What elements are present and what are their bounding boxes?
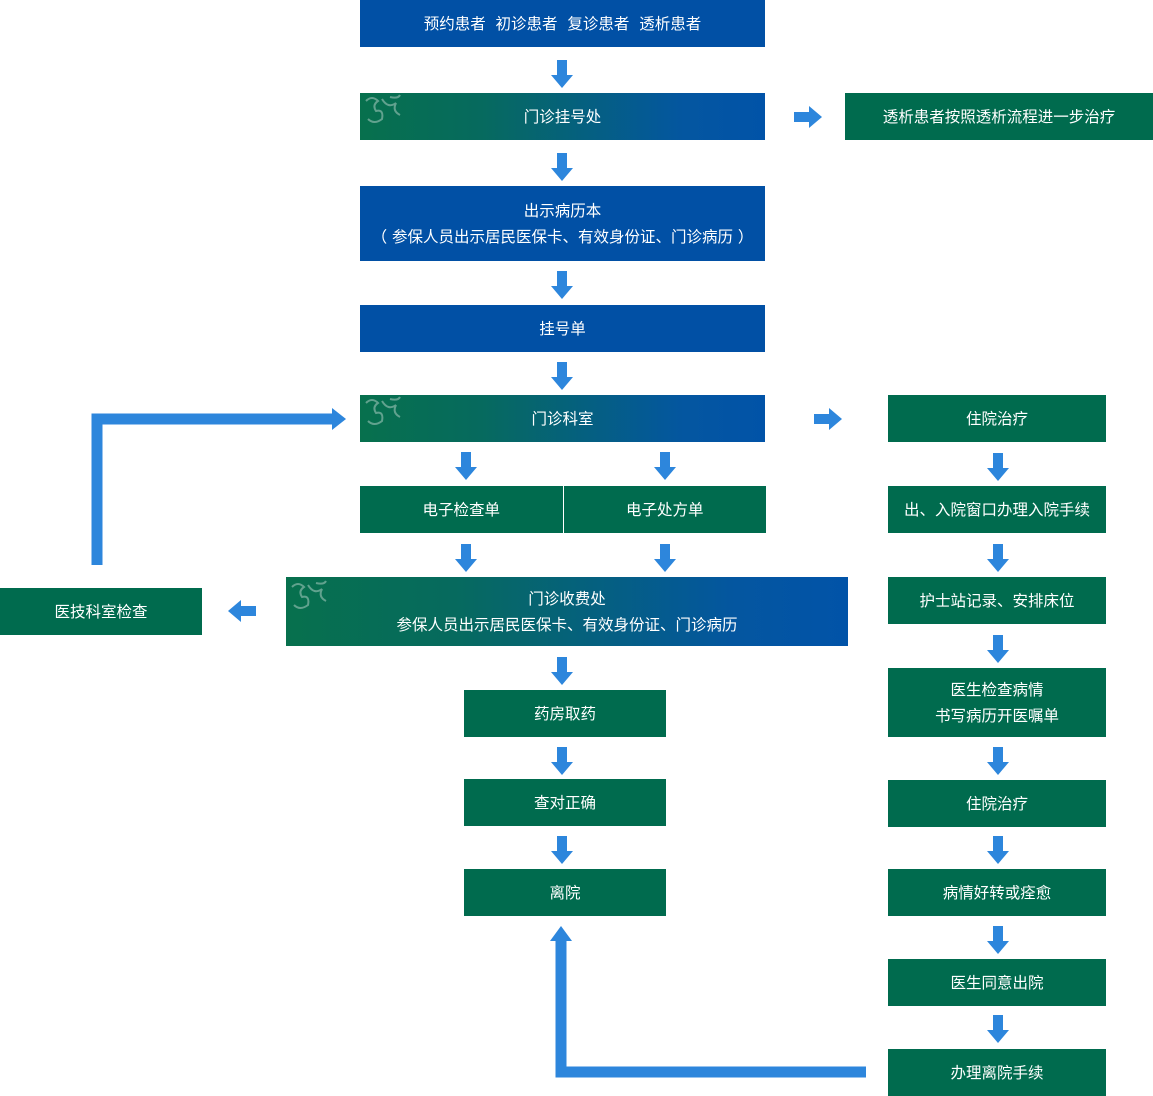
- arrow-down-icon: [551, 657, 573, 685]
- registration-box: 门诊挂号处: [360, 93, 765, 140]
- arrow-down-icon: [455, 452, 477, 480]
- payment-label-line2: 参保人员出示居民医保卡、有效身份证、门诊病历: [396, 615, 738, 634]
- arrow-down-icon: [987, 747, 1009, 775]
- e-orders-box: 电子检查单 电子处方单: [360, 486, 766, 533]
- inpatient2-box: 住院治疗: [888, 780, 1106, 827]
- arrow-down-icon: [551, 747, 573, 775]
- return-connector-clinic: [91, 413, 334, 565]
- arrow-down-icon: [987, 635, 1009, 663]
- arrow-down-icon: [654, 452, 676, 480]
- leave-label: 离院: [549, 883, 581, 902]
- medtech-box: 医技科室检查: [0, 588, 202, 635]
- dialysis-box: 透析患者按照透析流程进一步治疗: [845, 93, 1153, 140]
- nurse-box: 护士站记录、安排床位: [888, 577, 1106, 624]
- approve-label: 医生同意出院: [950, 973, 1044, 992]
- arrow-left-icon: [228, 600, 256, 622]
- payment-box: 门诊收费处 参保人员出示居民医保卡、有效身份证、门诊病历: [286, 577, 848, 646]
- inpatient-label: 住院治疗: [965, 409, 1028, 428]
- verify-label: 查对正确: [533, 793, 596, 812]
- recovery-box: 病情好转或痊愈: [888, 869, 1106, 916]
- arrow-down-icon: [551, 362, 573, 390]
- arrow-down-icon: [987, 836, 1009, 864]
- records-label-line2: （ 参保人员出示居民医保卡、有效身份证、门诊病历 ）: [371, 227, 754, 246]
- arrow-down-icon: [987, 1015, 1009, 1043]
- arrow-down-icon: [987, 544, 1009, 572]
- approve-box: 医生同意出院: [888, 959, 1106, 1006]
- arrow-down-icon: [551, 60, 573, 88]
- patients-box: 预约患者 初诊患者 复诊患者 透析患者: [360, 0, 765, 47]
- inpatient2-label: 住院治疗: [965, 794, 1028, 813]
- doctor-label-line2: 书写病历开医嘱单: [934, 706, 1059, 725]
- registration-label: 门诊挂号处: [523, 107, 602, 126]
- arrow-right-icon: [814, 408, 842, 430]
- cell-divider: [562, 486, 564, 533]
- discharge-label: 办理离院手续: [950, 1063, 1044, 1082]
- clinic-label: 门诊科室: [531, 409, 594, 428]
- admission-box: 出、入院窗口办理入院手续: [888, 486, 1106, 533]
- admission-label: 出、入院窗口办理入院手续: [903, 500, 1090, 519]
- patients-label: 预约患者 初诊患者 复诊患者 透析患者: [423, 14, 702, 33]
- arrow-right-icon: [794, 106, 822, 128]
- arrow-down-icon: [551, 271, 573, 299]
- e-exam-label: 电子检查单: [422, 500, 500, 519]
- reg-slip-box: 挂号单: [360, 305, 765, 352]
- doctor-label-line1: 医生检查病情: [950, 680, 1044, 699]
- dialysis-label: 透析患者按照透析流程进一步治疗: [882, 107, 1116, 126]
- cloud-ornament-icon: [291, 580, 327, 609]
- e-exam-cell: 电子检查单: [360, 486, 563, 533]
- leave-box: 离院: [464, 869, 666, 916]
- arrow-down-icon: [987, 453, 1009, 481]
- arrow-down-icon: [551, 836, 573, 864]
- arrow-down-icon: [987, 926, 1009, 954]
- pharmacy-label: 药房取药: [533, 704, 596, 723]
- reg-slip-label: 挂号单: [539, 319, 586, 338]
- arrow-down-icon: [455, 544, 477, 572]
- arrow-down-icon: [654, 544, 676, 572]
- doctor-box: 医生检查病情 书写病历开医嘱单: [888, 668, 1106, 737]
- records-label-line1: 出示病历本: [523, 201, 602, 220]
- e-rx-label: 电子处方单: [625, 500, 704, 519]
- cloud-ornament-icon: [365, 396, 401, 425]
- return-connector-leave: [555, 940, 866, 1078]
- records-box: 出示病历本 （ 参保人员出示居民医保卡、有效身份证、门诊病历 ）: [360, 186, 765, 261]
- arrow-up-icon: [550, 926, 572, 941]
- e-rx-cell: 电子处方单: [564, 486, 767, 533]
- medtech-label: 医技科室检查: [54, 602, 148, 621]
- cloud-ornament-icon: [365, 94, 401, 123]
- discharge-box: 办理离院手续: [888, 1049, 1106, 1096]
- payment-label-line1: 门诊收费处: [528, 589, 606, 608]
- recovery-label: 病情好转或痊愈: [942, 883, 1052, 902]
- inpatient-box: 住院治疗: [888, 395, 1106, 442]
- clinic-box: 门诊科室: [360, 395, 765, 442]
- arrow-down-icon: [551, 153, 573, 181]
- nurse-label: 护士站记录、安排床位: [919, 591, 1075, 610]
- verify-box: 查对正确: [464, 779, 666, 826]
- arrow-right-icon: [332, 408, 346, 430]
- pharmacy-box: 药房取药: [464, 690, 666, 737]
